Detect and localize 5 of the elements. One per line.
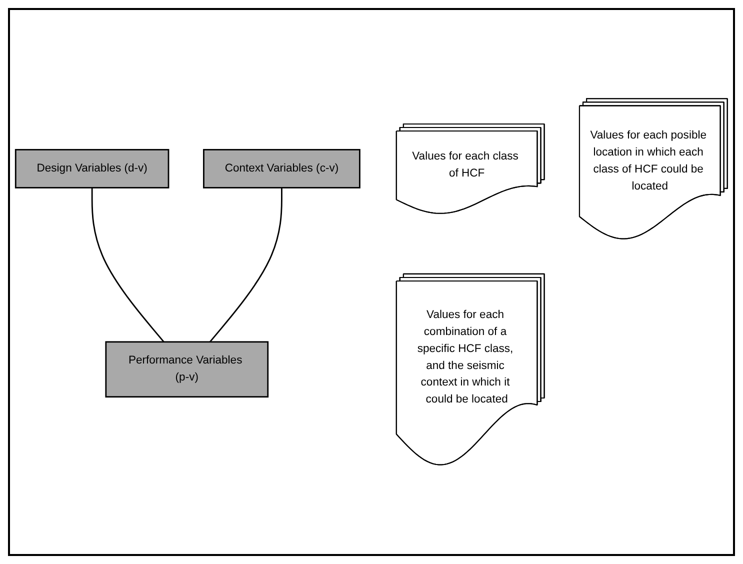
connector [209, 188, 282, 343]
node-box: Design Variables (d-v) [14, 149, 170, 189]
node-box: Performance Variables (p-v) [105, 342, 269, 398]
connector [91, 188, 164, 343]
node-box: Context Variables (c-v) [203, 149, 360, 189]
